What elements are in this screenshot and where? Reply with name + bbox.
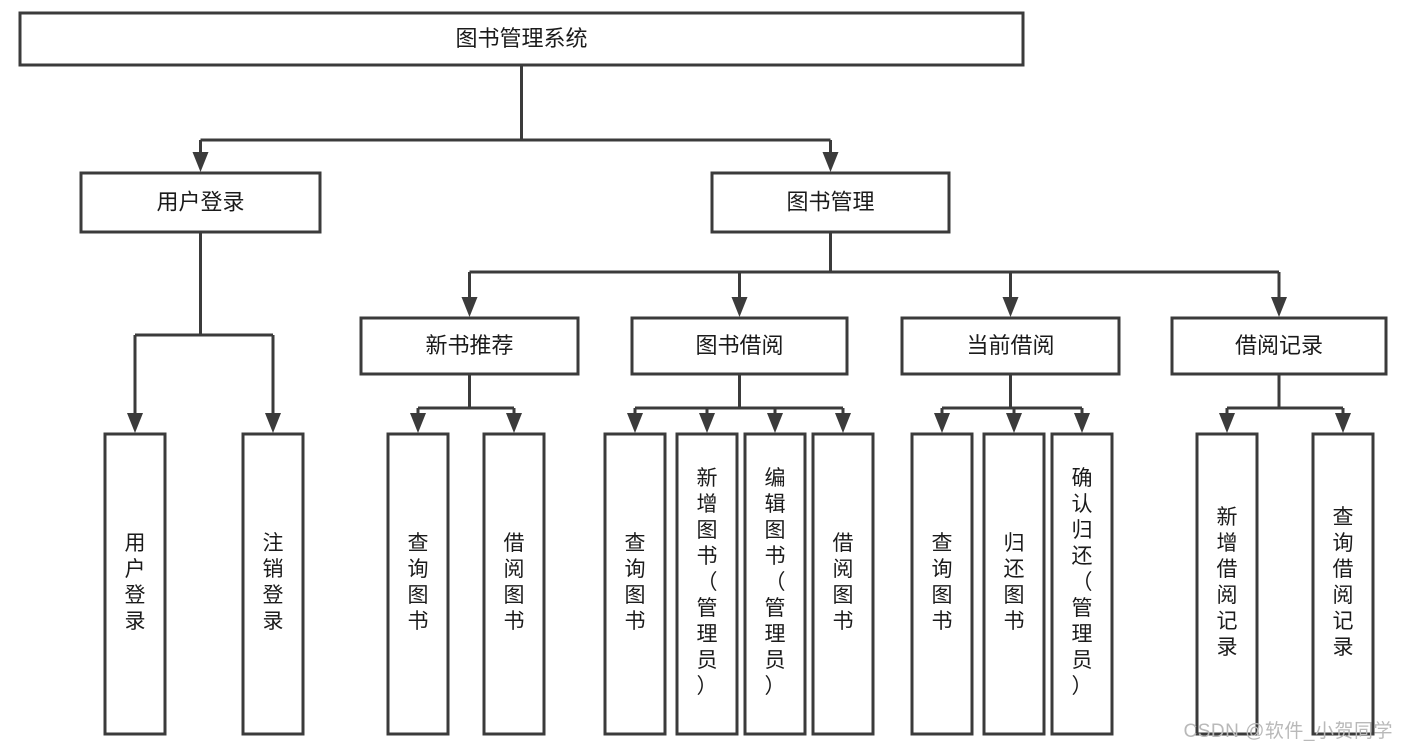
node-box-leaf-logout[interactable] — [241, 432, 305, 736]
node-leaf-return-book[interactable]: 归还图书 — [982, 432, 1046, 736]
node-label-book-manage: 图书管理 — [786, 189, 874, 214]
node-label-new-book-rec: 新书推荐 — [425, 333, 513, 358]
node-label-leaf-borrow-book-2: 借阅图书 — [833, 532, 854, 633]
arrow-head-icon — [835, 413, 851, 433]
node-leaf-query-book-1[interactable]: 查询图书 — [386, 432, 450, 736]
node-label-leaf-add-record: 新增借阅记录 — [1217, 506, 1238, 659]
arrow-head-icon — [731, 297, 748, 317]
node-leaf-edit-book[interactable]: 编辑图书（管理员） — [743, 432, 807, 736]
node-label-leaf-logout: 注销登录 — [263, 532, 284, 633]
arrow-head-icon — [265, 413, 281, 433]
node-leaf-borrow-book-1[interactable]: 借阅图书 — [482, 432, 546, 736]
arrow-head-icon — [934, 413, 950, 433]
node-box-leaf-add-book[interactable] — [675, 432, 739, 736]
node-box-leaf-query-book-1[interactable] — [386, 432, 450, 736]
node-box-leaf-return-book[interactable] — [982, 432, 1046, 736]
node-new-book-rec[interactable]: 新书推荐 — [359, 316, 580, 376]
node-label-leaf-query-book-2: 查询图书 — [625, 532, 646, 633]
arrow-head-icon — [1335, 413, 1351, 433]
arrow-head-icon — [627, 413, 643, 433]
node-label-root: 图书管理系统 — [455, 26, 587, 51]
node-label-leaf-edit-book: 编辑图书（管理员） — [765, 467, 786, 698]
node-box-leaf-add-record[interactable] — [1195, 432, 1259, 736]
node-leaf-add-record[interactable]: 新增借阅记录 — [1195, 432, 1259, 736]
node-leaf-borrow-book-2[interactable]: 借阅图书 — [811, 432, 875, 736]
arrow-head-icon — [1002, 297, 1019, 317]
node-label-leaf-query-record: 查询借阅记录 — [1333, 506, 1354, 659]
node-box-leaf-borrow-book-2[interactable] — [811, 432, 875, 736]
arrow-head-icon — [192, 152, 209, 172]
arrow-head-icon — [1271, 297, 1287, 317]
node-leaf-query-book-2[interactable]: 查询图书 — [603, 432, 667, 736]
node-label-current-borrow: 当前借阅 — [966, 333, 1054, 358]
arrow-head-icon — [822, 152, 839, 172]
node-box-user-login[interactable] — [79, 171, 322, 234]
node-box-book-borrow[interactable] — [630, 316, 849, 376]
node-leaf-add-book[interactable]: 新增图书（管理员） — [675, 432, 739, 736]
node-label-leaf-add-book: 新增图书（管理员） — [697, 467, 718, 698]
node-root[interactable]: 图书管理系统 — [18, 11, 1025, 67]
arrow-head-icon — [461, 297, 478, 317]
node-box-root[interactable] — [18, 11, 1025, 67]
edges-layer — [127, 65, 1351, 433]
node-box-book-manage[interactable] — [710, 171, 951, 234]
node-label-leaf-confirm-return: 确认归还（管理员） — [1072, 467, 1093, 698]
node-label-leaf-user-login: 用户登录 — [125, 532, 146, 633]
nodes-layer: 图书管理系统用户登录图书管理新书推荐图书借阅当前借阅借阅记录用户登录注销登录查询… — [18, 11, 1388, 736]
node-borrow-record[interactable]: 借阅记录 — [1170, 316, 1388, 376]
node-leaf-logout[interactable]: 注销登录 — [241, 432, 305, 736]
node-box-leaf-confirm-return[interactable] — [1050, 432, 1114, 736]
arrow-head-icon — [1074, 413, 1090, 433]
node-label-leaf-query-book-1: 查询图书 — [408, 532, 429, 633]
node-label-leaf-query-book-3: 查询图书 — [932, 532, 953, 633]
node-box-leaf-user-login[interactable] — [103, 432, 167, 736]
arrow-head-icon — [1219, 413, 1235, 433]
node-leaf-user-login[interactable]: 用户登录 — [103, 432, 167, 736]
node-box-leaf-query-book-2[interactable] — [603, 432, 667, 736]
node-box-leaf-edit-book[interactable] — [743, 432, 807, 736]
node-leaf-query-book-3[interactable]: 查询图书 — [910, 432, 974, 736]
arrow-head-icon — [767, 413, 783, 433]
node-box-leaf-query-book-3[interactable] — [910, 432, 974, 736]
node-leaf-query-record[interactable]: 查询借阅记录 — [1311, 432, 1375, 736]
node-leaf-confirm-return[interactable]: 确认归还（管理员） — [1050, 432, 1114, 736]
node-box-borrow-record[interactable] — [1170, 316, 1388, 376]
node-current-borrow[interactable]: 当前借阅 — [900, 316, 1121, 376]
node-label-user-login: 用户登录 — [156, 189, 244, 214]
arrow-head-icon — [699, 413, 715, 433]
node-box-new-book-rec[interactable] — [359, 316, 580, 376]
node-book-manage[interactable]: 图书管理 — [710, 171, 951, 234]
arrow-head-icon — [506, 413, 522, 433]
arrow-head-icon — [410, 413, 426, 433]
node-label-leaf-return-book: 归还图书 — [1004, 532, 1025, 633]
node-label-leaf-borrow-book-1: 借阅图书 — [504, 532, 525, 633]
node-box-leaf-query-record[interactable] — [1311, 432, 1375, 736]
node-user-login[interactable]: 用户登录 — [79, 171, 322, 234]
node-book-borrow[interactable]: 图书借阅 — [630, 316, 849, 376]
node-label-book-borrow: 图书借阅 — [695, 333, 783, 358]
arrow-head-icon — [127, 413, 143, 433]
arrow-head-icon — [1006, 413, 1022, 433]
node-label-borrow-record: 借阅记录 — [1235, 333, 1323, 358]
node-box-current-borrow[interactable] — [900, 316, 1121, 376]
node-box-leaf-borrow-book-1[interactable] — [482, 432, 546, 736]
